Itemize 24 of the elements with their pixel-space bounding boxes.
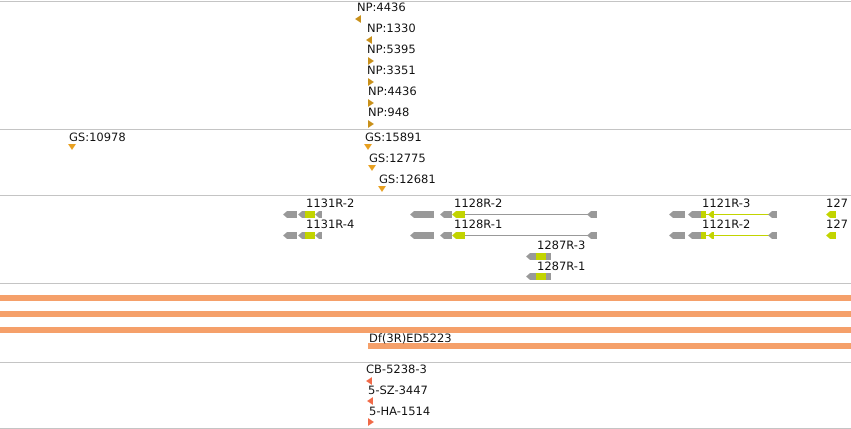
feature-label: GS:10978 [69,131,126,144]
feature-label: NP:4436 [368,85,417,98]
feature-label: Df(3R)ED5223 [369,332,452,345]
feature-label: 1287R-1 [537,260,586,273]
feature-label: NP:3351 [367,64,416,77]
feature-label: NP:4436 [357,1,406,14]
feature-label: GS:12775 [369,152,426,165]
feature-label: 1128R-1 [454,218,502,231]
feature-label: NP:948 [368,106,410,119]
feature-label: NP:5395 [367,43,416,56]
feature-label: 127 [826,197,848,210]
feature-label: 1121R-2 [702,218,750,231]
feature-label: 1121R-3 [702,197,750,210]
feature-label: 1131R-4 [306,218,354,231]
feature-label: NP:1330 [367,22,416,35]
feature-label: 5-SZ-3447 [368,384,428,397]
feature-label: 1287R-3 [537,239,586,252]
feature-label: GS:15891 [365,131,422,144]
feature-label: 1131R-2 [306,197,354,210]
feature-label: CB-5238-3 [366,363,427,376]
feature-label: GS:12681 [379,173,436,186]
feature-label: 1128R-2 [454,197,502,210]
feature-label: 127 [826,218,848,231]
feature-label: 5-HA-1514 [369,405,430,418]
